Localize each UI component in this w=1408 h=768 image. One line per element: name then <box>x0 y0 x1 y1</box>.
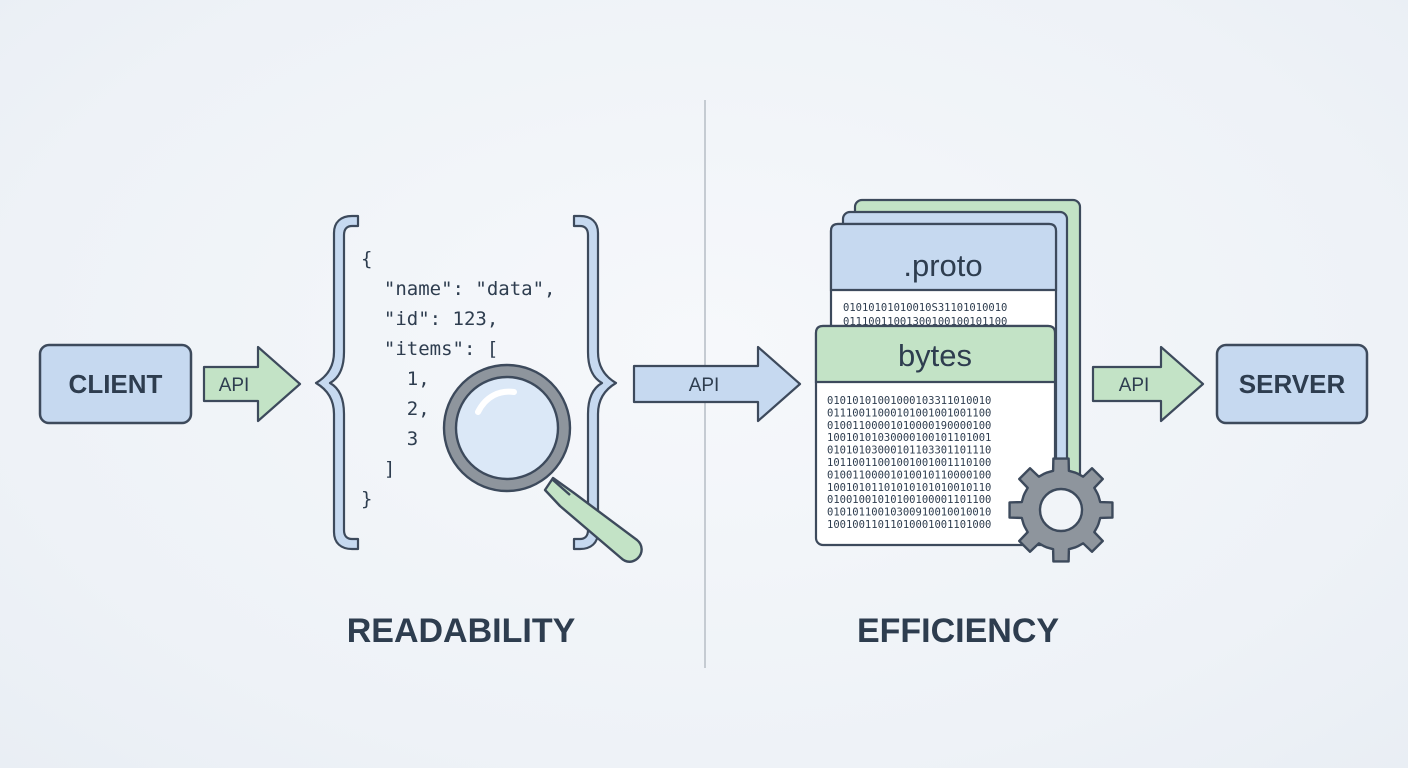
api-arrow-json-to-proto: API <box>632 345 802 423</box>
api-arrow-label-3: API <box>1119 375 1150 396</box>
readability-label: READABILITY <box>347 612 576 650</box>
bytes-card-title: bytes <box>898 338 972 373</box>
json-code-line-9: } <box>361 488 372 510</box>
api-arrow-proto-to-server: API <box>1091 345 1205 423</box>
server-node: SERVER <box>1215 343 1369 425</box>
json-code-line-6: 2, <box>361 398 430 420</box>
api-arrow-label-2: API <box>689 375 720 396</box>
api-arrow-label-1: API <box>219 375 250 396</box>
client-label: CLIENT <box>69 369 163 399</box>
bytes-binary-line-11: 10010011011010001001101000 <box>827 519 991 531</box>
bytes-binary-line-10: 01010110010300910010010010 <box>827 507 991 519</box>
bytes-binary-line-4: 10010101030000100101101001 <box>827 432 991 444</box>
bytes-binary-block: 0101010100100010331101001001110011000101… <box>827 395 991 531</box>
json-code-line-2: "name": "data", <box>361 278 555 300</box>
json-code-line-3: "id": 123, <box>361 308 498 330</box>
right-curly-brace <box>572 214 618 551</box>
bytes-binary-line-2: 01110011000101001001001100 <box>827 407 991 419</box>
json-code-block: { "name": "data", "id": 123, "items": [ … <box>361 248 555 510</box>
gear-icon <box>1008 457 1114 563</box>
bytes-binary-line-1: 01010101001000103311010010 <box>827 395 991 407</box>
json-code-line-4: "items": [ <box>361 338 498 360</box>
magnifying-glass-icon <box>442 363 643 563</box>
api-arrow-client-to-json: API <box>202 345 302 423</box>
bytes-binary-line-3: 01001100001010000190000100 <box>827 420 991 432</box>
json-code-line-1: { <box>361 248 372 270</box>
json-braces <box>314 214 618 551</box>
efficiency-label: EFFICIENCY <box>857 612 1059 650</box>
bytes-binary-line-6: 10110011001001001001110100 <box>827 457 991 469</box>
client-node: CLIENT <box>38 343 193 425</box>
proto-binary-line-1: 01010101010010S31101010010 <box>843 302 1007 314</box>
bytes-binary-line-8: 10010101101010101010010110 <box>827 482 991 494</box>
json-code-line-5: 1, <box>361 368 430 390</box>
bytes-binary-line-9: 01001001010100100001101100 <box>827 494 991 506</box>
bytes-card: bytes 0101010100100010331101001001110011… <box>814 324 1057 547</box>
bytes-binary-line-7: 01001100001010010110000100 <box>827 469 991 481</box>
json-code-line-8: ] <box>361 458 395 480</box>
left-curly-brace <box>314 214 360 551</box>
bytes-binary-line-5: 01010103000101103301101110 <box>827 445 991 457</box>
proto-card-title: .proto <box>903 248 982 283</box>
json-code-line-7: 3 <box>361 428 418 450</box>
server-label: SERVER <box>1239 369 1346 399</box>
